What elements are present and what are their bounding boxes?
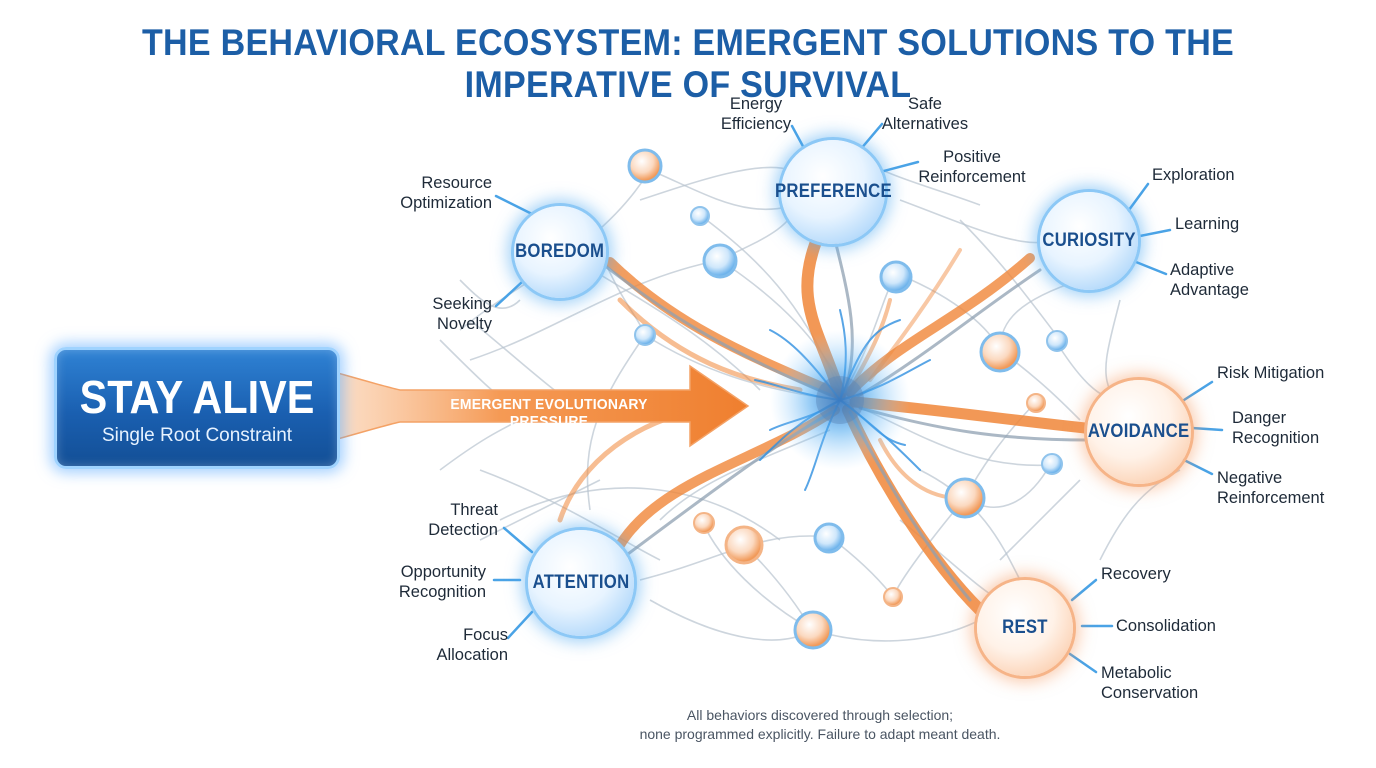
hub-attention: ATTENTION xyxy=(528,530,634,636)
outcome-learning: Learning xyxy=(1175,215,1240,233)
hub-curiosity: CURIOSITY xyxy=(1040,192,1138,290)
hub-label: BOREDOM xyxy=(515,241,605,262)
outcome-threat-detection: Threat Detection xyxy=(428,501,498,539)
small-node xyxy=(979,331,1021,373)
small-node xyxy=(690,206,710,226)
outcome-safe-alternatives: Safe Alternatives xyxy=(881,95,969,133)
small-node xyxy=(1041,453,1063,475)
hub-label: ATTENTION xyxy=(532,572,630,593)
outcome-opportunity-recognition: Opportunity Recognition xyxy=(398,563,486,601)
hub-preference: PREFERENCE xyxy=(775,140,891,244)
hub-label: CURIOSITY xyxy=(1042,230,1136,251)
outcome-exploration: Exploration xyxy=(1152,166,1235,184)
hub-boredom: BOREDOM xyxy=(514,206,606,298)
outcome-spikes xyxy=(492,122,1224,674)
outcome-adaptive-advantage: Adaptive Advantage xyxy=(1170,261,1249,299)
small-node xyxy=(879,260,913,294)
hub-label: REST xyxy=(1002,617,1048,638)
small-node xyxy=(883,587,903,607)
outcome-positive-reinforcement: Positive Reinforcement xyxy=(918,148,1026,186)
small-node xyxy=(793,610,833,650)
page-title: THE BEHAVIORAL ECOSYSTEM: EMERGENT SOLUT… xyxy=(141,22,1235,105)
outcome-energy-efficiency: Energy Efficiency xyxy=(720,95,792,133)
core-center xyxy=(816,376,864,424)
outcome-seeking-novelty: Seeking Novelty xyxy=(432,295,492,333)
outcome-focus-allocation: Focus Allocation xyxy=(436,626,508,664)
hub-avoidance: AVOIDANCE xyxy=(1087,380,1191,484)
small-node xyxy=(693,512,715,534)
small-node xyxy=(634,324,656,346)
small-node xyxy=(1026,393,1046,413)
small-node xyxy=(1046,330,1068,352)
small-node xyxy=(724,525,764,565)
small-node xyxy=(813,522,845,554)
root-subtitle: Single Root Constraint xyxy=(101,425,293,446)
root-constraint-box: STAY ALIVE Single Root Constraint xyxy=(54,347,340,469)
outcome-metabolic-conservation: Metabolic Conservation xyxy=(1101,664,1199,702)
outcome-consolidation: Consolidation xyxy=(1116,617,1216,635)
hub-label: PREFERENCE xyxy=(774,181,892,202)
root-title: STAY ALIVE xyxy=(79,371,315,423)
small-node xyxy=(702,243,738,279)
core-glow xyxy=(770,330,910,470)
small-node xyxy=(627,148,663,184)
outcome-resource-optimization: Resource Optimization xyxy=(400,174,492,212)
hub-label: AVOIDANCE xyxy=(1088,421,1190,442)
pressure-label: EMERGENT EVOLUTIONARY PRESSURE xyxy=(450,396,648,430)
footer-note: All behaviors discovered through selecti… xyxy=(639,707,1001,742)
hub-rest: REST xyxy=(977,580,1073,676)
outcome-danger-recognition: Danger Recognition xyxy=(1232,409,1320,447)
small-nodes xyxy=(627,148,1068,650)
pressure-arrow xyxy=(333,364,750,448)
small-node xyxy=(944,477,986,519)
outcome-recovery: Recovery xyxy=(1101,565,1171,583)
outcome-negative-reinforcement: Negative Reinforcement xyxy=(1217,469,1325,507)
outcome-risk-mitigation: Risk Mitigation xyxy=(1217,364,1325,382)
